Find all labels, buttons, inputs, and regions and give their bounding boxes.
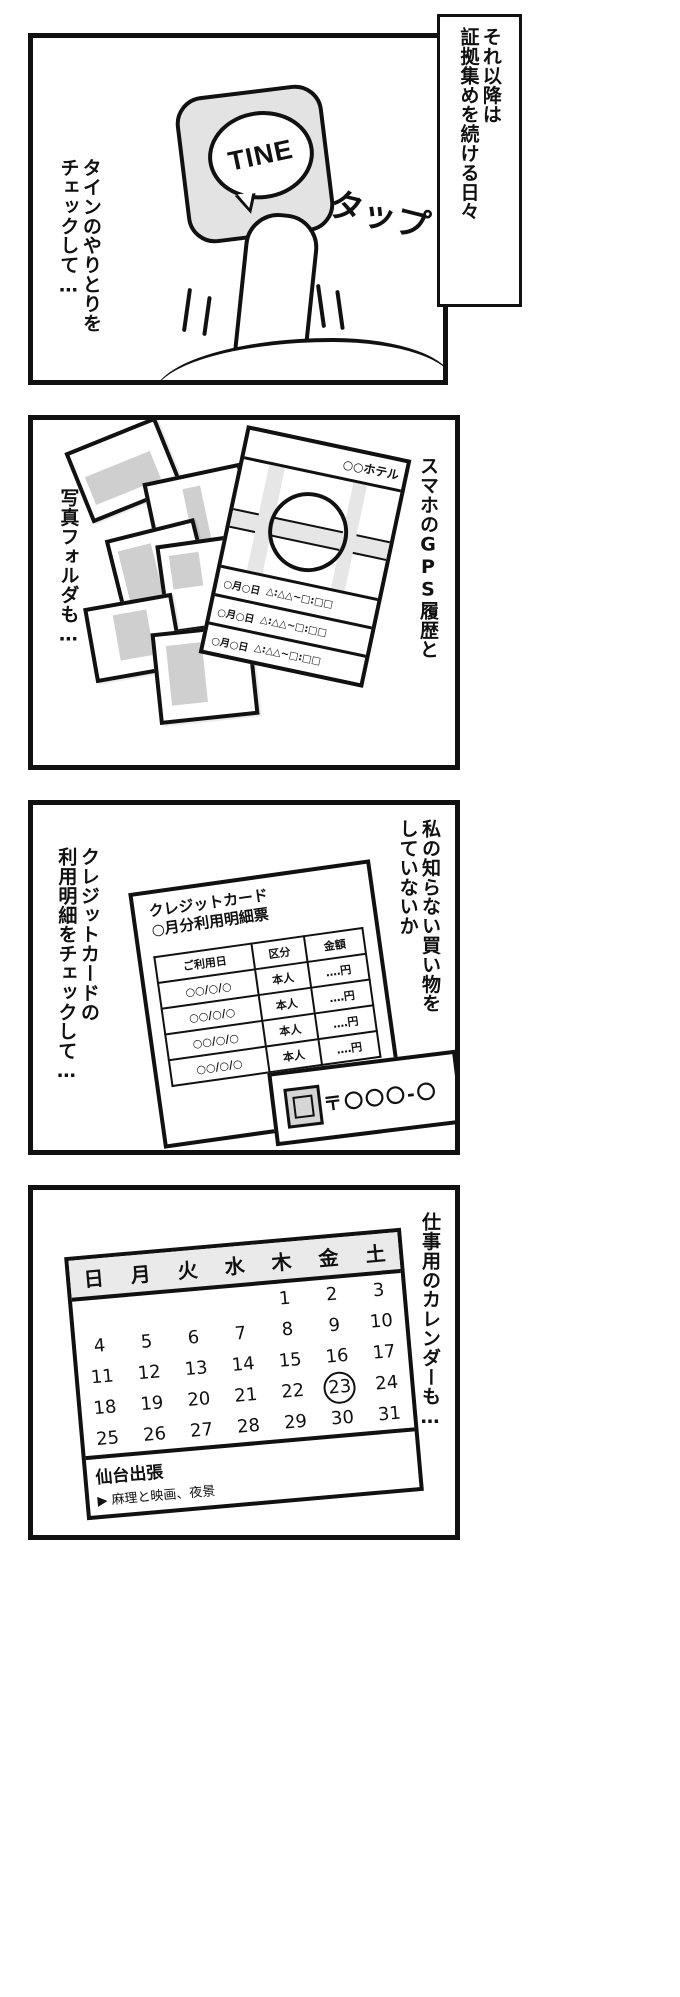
panel-2-caption-right: スマホのGPS履歴と: [417, 456, 439, 659]
bubble-tail-inner-icon: [237, 192, 255, 210]
tine-app-label: TINE: [225, 133, 297, 177]
speed-line: [335, 289, 345, 331]
weekday-tue: 火: [176, 1257, 199, 1284]
calendar-day[interactable]: 4: [92, 1335, 107, 1357]
calendar-day[interactable]: 21: [233, 1383, 259, 1407]
hand-icon: [153, 338, 443, 380]
photo-shading: [168, 551, 204, 590]
calendar-day[interactable]: 18: [92, 1396, 118, 1420]
calendar-day[interactable]: 5: [139, 1330, 154, 1353]
calendar-day[interactable]: 29: [283, 1410, 308, 1434]
calendar-day[interactable]: 24: [374, 1371, 400, 1395]
calendar-day[interactable]: 8: [280, 1318, 295, 1341]
weekday-sun: 日: [82, 1265, 105, 1292]
calendar-day-empty: [166, 1289, 216, 1324]
panel-3: クレジットカードの 利用明細をチェックして… 私の知らない買い物を していないか…: [28, 800, 460, 1155]
narration-box: それ以降は 証拠集めを続ける日々: [437, 14, 522, 307]
calendar-day[interactable]: 14: [230, 1353, 256, 1376]
panel-2: 写真フォルダも… スマホのGPS履歴と ○○ホテル: [28, 415, 460, 770]
calendar-day[interactable]: 17: [371, 1340, 397, 1364]
panel-4-caption-right: 仕事用のカレンダーも…: [419, 1212, 441, 1429]
calendar-day[interactable]: 13: [183, 1357, 209, 1381]
gps-row-date: ○月○日: [216, 606, 256, 626]
speed-line: [315, 283, 327, 329]
weekday-wed: 水: [223, 1253, 246, 1280]
calendar-day[interactable]: 2: [325, 1283, 339, 1306]
calendar-day[interactable]: 6: [186, 1326, 201, 1349]
speech-bubble-shape: TINE: [203, 105, 319, 216]
calendar-day[interactable]: 1: [278, 1287, 292, 1310]
photo-shading: [112, 609, 155, 661]
calendar-day[interactable]: 30: [330, 1406, 355, 1430]
panel-2-caption-left: 写真フォルダも…: [57, 488, 80, 647]
speed-line: [181, 287, 193, 333]
calendar-day[interactable]: 9: [327, 1314, 342, 1337]
panel-3-caption-right: 私の知らない買い物を していないか: [396, 819, 441, 1013]
calendar-day[interactable]: 7: [233, 1322, 248, 1345]
envelope-postal-code: 〒〇〇〇-〇: [322, 1079, 439, 1116]
panel-1: タインのやりとりを チェックして… TINE タップ: [28, 33, 448, 385]
narration-text: それ以降は 証拠集めを続ける日々: [457, 27, 502, 221]
speed-line: [202, 295, 212, 337]
gps-row-date: ○月○日: [222, 578, 262, 597]
calendar-day-empty: [72, 1298, 122, 1333]
weekday-sat: 土: [364, 1241, 387, 1267]
gps-row-date: ○月○日: [210, 635, 250, 654]
calendar-day[interactable]: 12: [136, 1361, 162, 1385]
weekday-fri: 金: [317, 1245, 340, 1272]
calendar-day[interactable]: 28: [236, 1414, 261, 1438]
gps-row-time: △:△△~□:□□: [253, 642, 322, 667]
calendar-day[interactable]: 27: [189, 1418, 214, 1442]
calendar-day-empty: [119, 1293, 169, 1328]
tap-sfx-text: タップ: [324, 184, 434, 248]
postage-stamp-icon: [283, 1084, 324, 1129]
calendar-day-empty: [213, 1285, 263, 1320]
calendar-day[interactable]: 16: [324, 1344, 350, 1368]
calendar-day[interactable]: 31: [377, 1402, 402, 1426]
panel-1-caption: タインのやりとりを チェックして…: [57, 158, 102, 333]
weekday-thu: 木: [270, 1249, 293, 1276]
calendar-day[interactable]: 23: [315, 1370, 365, 1405]
calendar-day[interactable]: 25: [95, 1427, 121, 1451]
calendar-day[interactable]: 15: [277, 1348, 303, 1372]
calendar-day[interactable]: 10: [369, 1309, 394, 1333]
calendar-day[interactable]: 3: [372, 1279, 386, 1302]
statement-title: クレジットカード ○月分利用明細票: [148, 886, 272, 941]
calendar-day[interactable]: 19: [139, 1392, 165, 1416]
calendar-day[interactable]: 26: [142, 1423, 167, 1446]
panel-3-caption-left: クレジットカードの 利用明細をチェックして…: [55, 847, 100, 1083]
calendar-day[interactable]: 22: [280, 1379, 306, 1403]
calendar-day[interactable]: 20: [186, 1388, 212, 1411]
weekday-mon: 月: [129, 1261, 152, 1288]
calendar-day[interactable]: 11: [89, 1365, 115, 1389]
